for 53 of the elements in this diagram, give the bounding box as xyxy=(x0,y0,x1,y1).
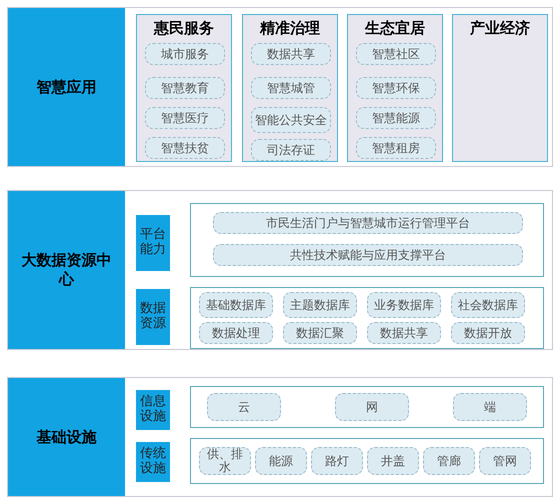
item-tag: 主题数据库 xyxy=(283,292,357,318)
item-tag: 能源 xyxy=(255,447,307,475)
group-frame xyxy=(190,386,544,428)
item-tag: 数据汇聚 xyxy=(283,322,357,344)
item-tag: 数据处理 xyxy=(199,322,273,344)
item-tag: 智能公共安全 xyxy=(251,107,331,133)
column-heading: 产业经济 xyxy=(469,19,531,38)
column-heading: 精准治理 xyxy=(258,19,321,38)
item-tag: 智慧环保 xyxy=(356,77,436,99)
item-tag: 智慧租房 xyxy=(356,137,436,159)
section-label: 数据资源 xyxy=(136,289,170,345)
item-tag: 网 xyxy=(335,393,409,421)
group-frame xyxy=(190,203,544,277)
item-tag: 管网 xyxy=(479,447,531,475)
item-tag: 供、排水 xyxy=(199,447,251,475)
item-tag: 共性技术赋能与应用支撑平台 xyxy=(213,244,523,266)
layer-title: 智慧应用 xyxy=(8,8,125,166)
category-column xyxy=(242,14,338,162)
section-label: 平台能力 xyxy=(136,215,170,271)
item-tag: 端 xyxy=(453,393,527,421)
item-tag: 管廊 xyxy=(423,447,475,475)
item-tag: 城市服务 xyxy=(145,43,225,65)
layer-panel xyxy=(7,190,553,350)
category-column xyxy=(136,14,232,162)
item-tag: 井盖 xyxy=(367,447,419,475)
item-tag: 数据共享 xyxy=(367,322,441,344)
layer-title: 基础设施 xyxy=(8,378,125,496)
group-frame xyxy=(190,287,544,349)
layer-panel xyxy=(7,7,553,167)
item-tag: 数据开放 xyxy=(451,322,525,344)
item-tag: 智慧城管 xyxy=(251,77,331,99)
item-tag: 智慧扶贫 xyxy=(145,137,225,159)
item-tag: 业务数据库 xyxy=(367,292,441,318)
category-column xyxy=(452,14,548,162)
layer-panel xyxy=(7,377,553,497)
item-tag: 路灯 xyxy=(311,447,363,475)
item-tag: 智慧医疗 xyxy=(145,107,225,129)
item-tag: 智慧教育 xyxy=(145,77,225,99)
item-tag: 基础数据库 xyxy=(199,292,273,318)
item-tag: 智慧能源 xyxy=(356,107,436,129)
column-heading: 惠民服务 xyxy=(152,19,215,38)
group-frame xyxy=(190,438,544,484)
category-column xyxy=(347,14,443,162)
section-label: 信息设施 xyxy=(136,390,170,430)
layer-title: 大数据资源中心 xyxy=(8,191,125,349)
item-tag: 司法存证 xyxy=(251,139,331,161)
item-tag: 云 xyxy=(207,393,281,421)
item-tag: 社会数据库 xyxy=(451,292,525,318)
item-tag: 数据共享 xyxy=(251,43,331,65)
column-heading: 生态宜居 xyxy=(364,19,426,38)
item-tag: 智慧社区 xyxy=(356,43,436,65)
section-label: 传统设施 xyxy=(136,442,170,482)
item-tag: 市民生活门户与智慧城市运行管理平台 xyxy=(213,212,523,234)
